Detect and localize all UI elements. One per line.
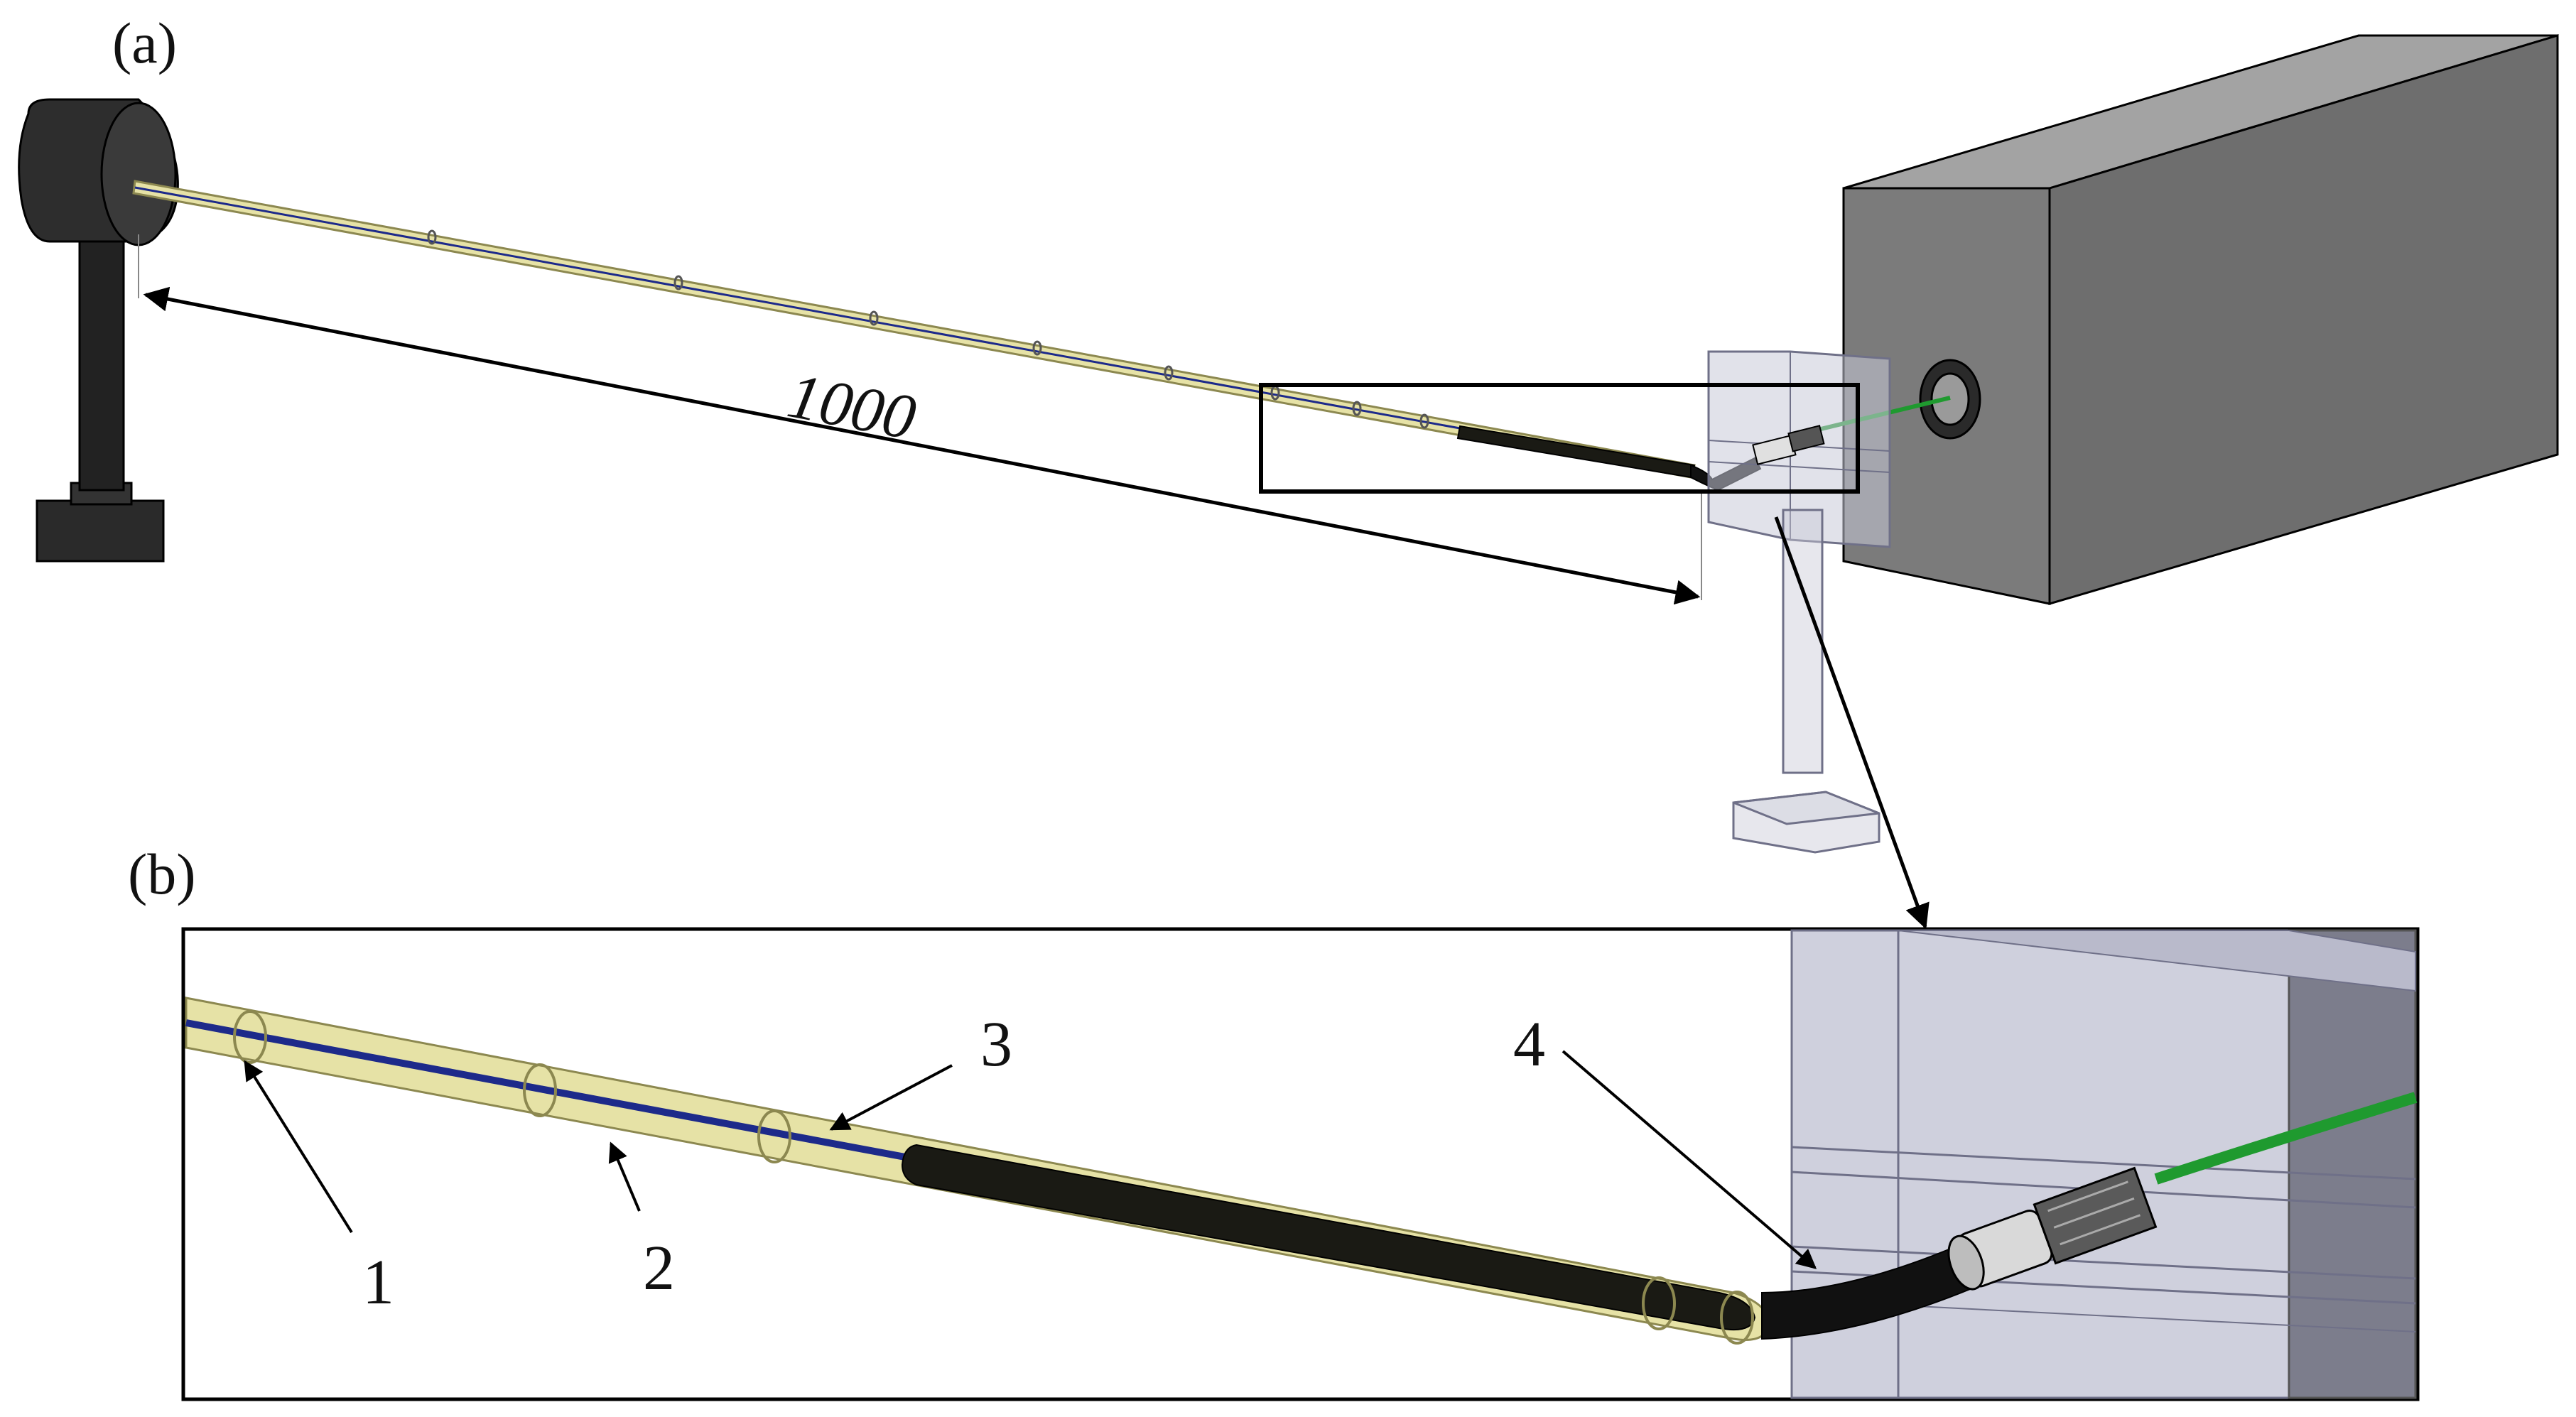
zoom-box	[1259, 383, 1860, 494]
dimension-arrow	[138, 234, 1702, 605]
transparent-holder	[1707, 350, 1891, 854]
connector-zoomed	[1761, 1166, 2158, 1340]
callout-1: 1	[362, 1247, 394, 1318]
callout-4: 4	[1513, 1009, 1545, 1080]
detector-box	[1842, 33, 2559, 606]
panel-a-label: (a)	[112, 11, 177, 75]
callout-2: 2	[643, 1233, 675, 1303]
dimension-label: 1000	[782, 360, 921, 453]
callout-arrows	[244, 1050, 1817, 1269]
callout-3: 3	[980, 1009, 1012, 1080]
green-fiber-zoomed	[2154, 1092, 2418, 1185]
zoom-arrow	[1774, 516, 1930, 930]
holder-block-zoomed	[1790, 929, 2417, 1399]
connector-a	[1752, 425, 1825, 465]
light-source-mount	[18, 98, 179, 563]
panel-b-label: (b)	[128, 842, 196, 906]
long-tube	[132, 180, 1762, 492]
